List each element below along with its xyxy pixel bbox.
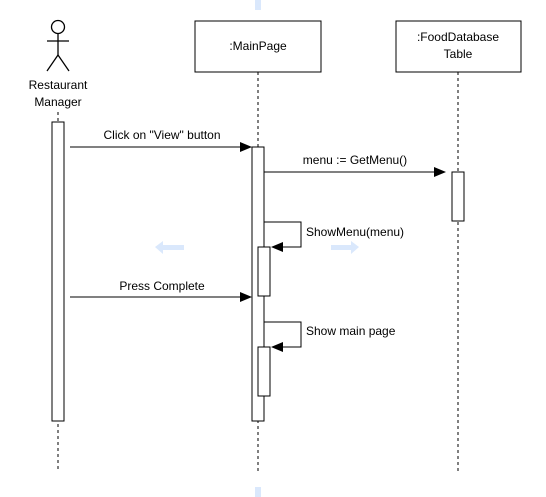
activation-actor: [51, 121, 65, 422]
actor-label-line1: Restaurant: [29, 78, 88, 92]
message-get-menu-label: menu := GetMenu(): [303, 153, 407, 167]
guide-mark-bottom: [255, 487, 261, 497]
participant-mainpage-label: :MainPage: [229, 39, 287, 53]
arrow-left-icon[interactable]: [155, 241, 184, 254]
activation-mainpage-showmenu: [257, 246, 271, 297]
participant-mainpage[interactable]: :MainPage: [194, 20, 322, 73]
activation-mainpage-showmain: [257, 346, 271, 397]
message-press-complete-label: Press Complete: [119, 279, 205, 293]
participant-food-table-label-line1: :FoodDatabase: [417, 30, 499, 44]
message-click-view[interactable]: Click on "View" button: [70, 128, 252, 152]
actor-label-line2: Manager: [34, 95, 81, 109]
stick-figure-icon: [46, 19, 70, 72]
activation-food-table: [451, 171, 465, 222]
participant-food-table-label-line2: Table: [444, 47, 473, 61]
participant-food-database-table[interactable]: :FoodDatabase Table: [395, 20, 522, 73]
arrow-right-icon[interactable]: [331, 241, 359, 254]
message-show-menu[interactable]: ShowMenu(menu): [264, 221, 404, 252]
actor-restaurant-manager[interactable]: Restaurant Manager: [29, 19, 88, 110]
message-get-menu[interactable]: menu := GetMenu(): [264, 153, 446, 177]
guide-mark-top: [255, 0, 261, 10]
message-show-main-page-label: Show main page: [306, 324, 396, 338]
message-click-view-label: Click on "View" button: [103, 128, 220, 142]
message-show-main-page[interactable]: Show main page: [264, 321, 396, 352]
message-show-menu-label: ShowMenu(menu): [306, 225, 404, 239]
message-press-complete[interactable]: Press Complete: [70, 279, 252, 302]
